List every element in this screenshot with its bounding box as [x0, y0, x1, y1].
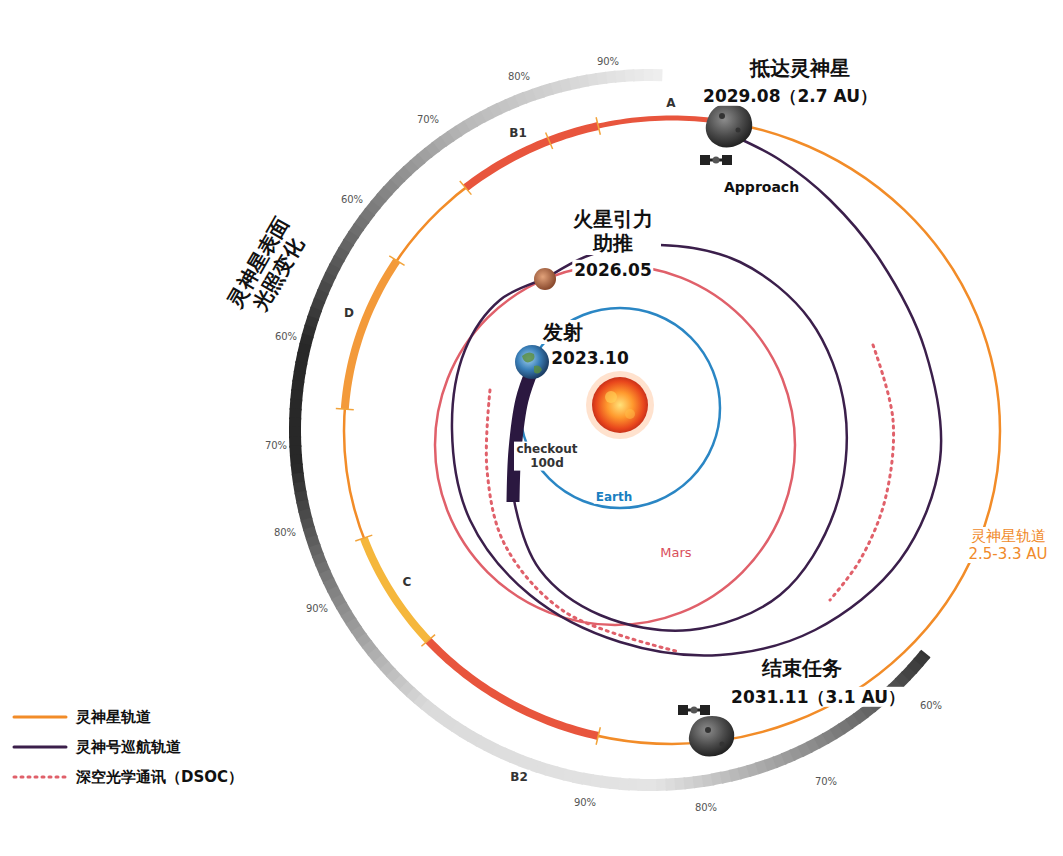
earth-land [522, 352, 535, 362]
orbit-label: Mars [658, 545, 693, 561]
sun-spot [625, 409, 635, 419]
segment-label: D [342, 306, 356, 320]
orbit-phase-segment [364, 538, 428, 640]
asteroid-crater [705, 727, 711, 733]
spacecraft-bus [691, 707, 698, 714]
legend-item: 灵神号巡航轨道 [12, 732, 243, 762]
legend-item: 灵神星轨道 [12, 702, 243, 732]
legend-swatch [12, 741, 68, 753]
phase-tick [596, 727, 600, 744]
percent-label: 80% [272, 527, 298, 539]
mars-orbit [435, 265, 795, 625]
segment-label: C [401, 575, 414, 589]
psyche-asteroid [689, 716, 734, 757]
legend-text: 灵神号巡航轨道 [76, 738, 181, 757]
percent-label: 90% [304, 603, 330, 615]
event-title: 火星引力 助推 [565, 207, 661, 255]
percent-label: 60% [339, 194, 365, 206]
solar-panel [678, 705, 688, 715]
legend-swatch [12, 711, 68, 723]
orbit-label: 灵神星轨道 2.5-3.3 AU [960, 527, 1056, 563]
percent-label: 60% [273, 331, 299, 343]
sun-symbol [586, 371, 654, 439]
phase-tick [389, 256, 404, 265]
date-label: 2026.05 [572, 260, 653, 280]
sun-disc [592, 377, 648, 433]
phase-tick [460, 181, 472, 195]
legend-swatch [12, 771, 68, 783]
mars-disc [534, 268, 556, 290]
illumination-label: 灵神星表面 光照变化 [220, 208, 317, 327]
legend-line [14, 716, 66, 719]
phase-tick [596, 117, 600, 134]
orbit-phase-segment [345, 261, 397, 410]
legend-line [14, 746, 66, 749]
date-label: 2029.08（2.7 AU） [701, 86, 879, 106]
checkout-band [513, 368, 533, 502]
psyche-asteroid [706, 104, 753, 148]
event-title: 发射 [541, 320, 585, 344]
spacecraft-icon [678, 705, 710, 715]
orbit-label: Earth [594, 490, 635, 504]
solar-panel [700, 705, 710, 715]
percent-label: 90% [572, 797, 598, 809]
phase-label: checkout 100d [514, 442, 580, 471]
asteroid-body [706, 104, 753, 148]
phase-tick [355, 535, 372, 541]
legend-text: 深空光学通讯（DSOC） [76, 768, 243, 787]
probe-label: Approach [722, 179, 801, 196]
illumination-ring [295, 75, 926, 785]
segment-label: A [664, 96, 677, 110]
ring-segment [924, 653, 926, 655]
percent-label: 90% [595, 56, 621, 68]
sun-glow [586, 371, 654, 439]
earth-disc [515, 345, 549, 379]
solar-panel [700, 155, 710, 165]
asteroid-crater [720, 742, 725, 747]
orbit-segments [336, 112, 719, 745]
date-label: 2031.11（3.1 AU） [729, 687, 907, 707]
asteroid-crater [719, 113, 725, 119]
asteroid-crater [736, 128, 741, 133]
spacecraft-bus [713, 157, 720, 164]
segment-label: B2 [508, 770, 530, 784]
event-title: 抵达灵神星 [748, 56, 852, 80]
dsoc-arcs [486, 345, 893, 652]
spacecraft-icon [700, 155, 732, 165]
earth-symbol [515, 345, 549, 379]
phase-tick [546, 133, 553, 150]
date-label: 2023.10 [549, 348, 630, 368]
asteroid-body [689, 716, 734, 757]
percent-label: 70% [415, 114, 441, 126]
orbit-phase-segment [466, 126, 599, 188]
earth-land [534, 366, 542, 374]
percent-label: 60% [918, 700, 944, 712]
cruise-trajectory [452, 138, 941, 655]
legend: 灵神星轨道灵神号巡航轨道深空光学通讯（DSOC） [12, 702, 243, 792]
event-title: 结束任务 [760, 656, 844, 680]
percent-label: 80% [693, 802, 719, 814]
cruise-leg [511, 245, 846, 631]
sun-spot [605, 391, 617, 403]
phase-tick [421, 635, 435, 647]
percent-label: 80% [506, 71, 532, 83]
solar-panel [722, 155, 732, 165]
percent-label: 70% [813, 776, 839, 788]
percent-label: 70% [263, 440, 289, 452]
phase-tick [336, 409, 354, 410]
legend-text: 灵神星轨道 [76, 708, 151, 727]
legend-line [14, 776, 66, 779]
cruise-leg [452, 138, 941, 655]
orbit-phase-segment [428, 640, 598, 736]
ring-segment [918, 654, 925, 663]
segment-label: B1 [507, 126, 529, 140]
psyche-orbit [344, 118, 1000, 744]
legend-item: 深空光学通讯（DSOC） [12, 762, 243, 792]
orbit-phase-segment [598, 118, 717, 126]
earth-orbit [520, 308, 720, 508]
